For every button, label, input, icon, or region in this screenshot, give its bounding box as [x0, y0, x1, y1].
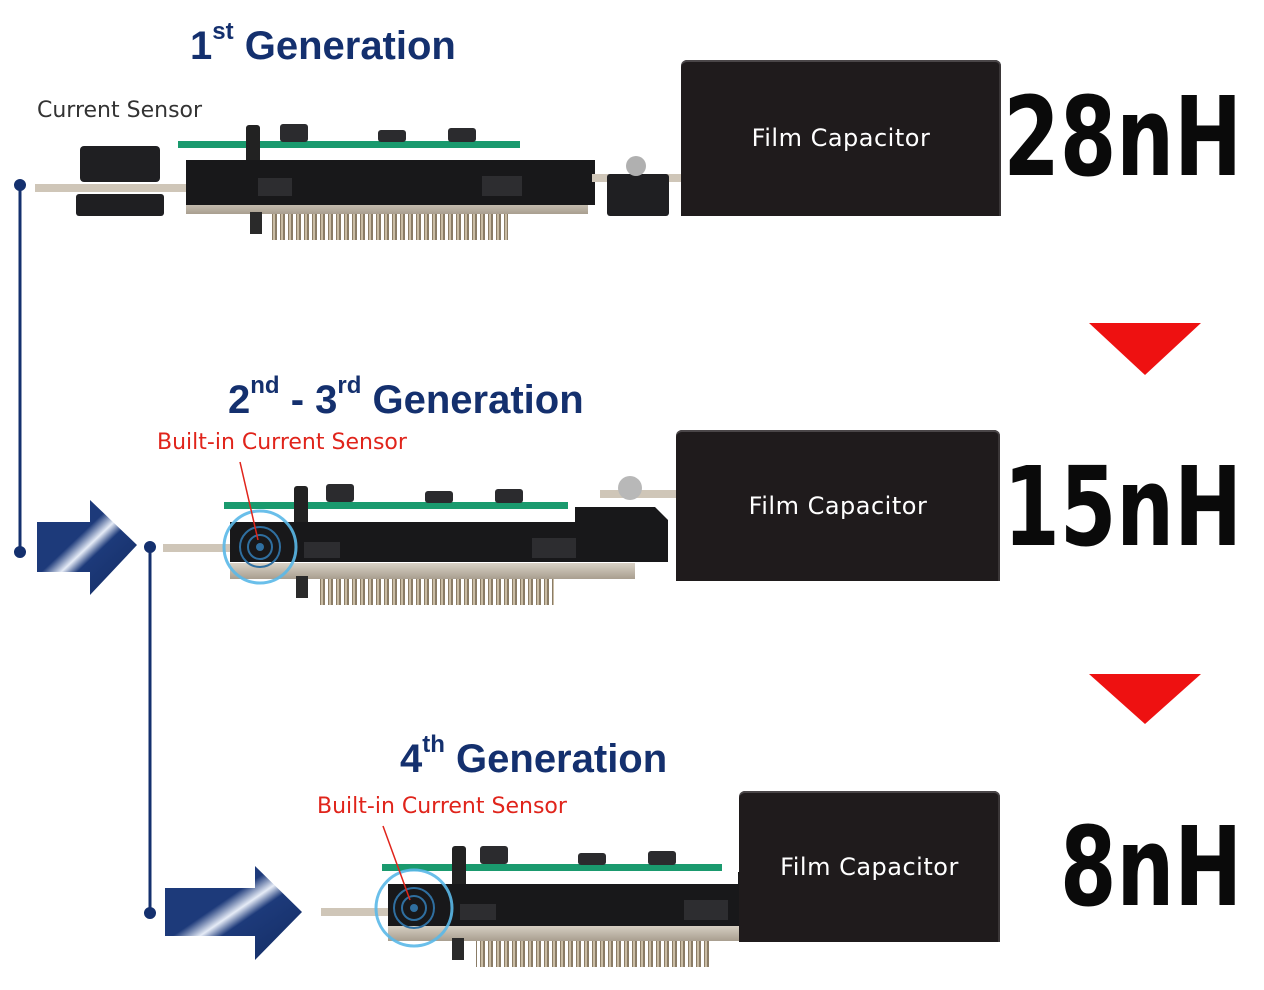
- right-arrow-icon: [165, 866, 302, 960]
- gen1-title: 1st Generation: [190, 18, 456, 68]
- gen1-film-capacitor: Film Capacitor: [681, 60, 1001, 216]
- gen2-module: [163, 476, 680, 605]
- gen1-capacitor-label: Film Capacitor: [751, 124, 931, 152]
- gen2-inductance: 15nH: [1003, 443, 1242, 571]
- gen4-capacitor-label: Film Capacitor: [780, 852, 959, 881]
- gen1-inductance: 28nH: [1003, 73, 1242, 201]
- gen1-module: [35, 124, 682, 240]
- sensor-highlight-icon: [374, 825, 454, 948]
- gen1-sensor-label: Current Sensor: [37, 98, 203, 123]
- gen2-sensor-label: Built-in Current Sensor: [157, 430, 407, 455]
- down-triangle-icon: [1089, 674, 1201, 724]
- gen4-module: [321, 846, 788, 967]
- gen2-capacitor-label: Film Capacitor: [748, 491, 928, 520]
- gen2-film-capacitor: Film Capacitor: [676, 430, 1000, 581]
- right-arrow-icon: [37, 500, 137, 595]
- connector-lines: [14, 179, 156, 919]
- sensor-highlight-icon: [222, 461, 298, 585]
- down-triangle-icon: [1089, 323, 1201, 375]
- gen4-film-capacitor: Film Capacitor: [739, 791, 1000, 942]
- gen4-inductance: 8nH: [1059, 803, 1242, 931]
- gen4-title: 4th Generation: [400, 731, 668, 781]
- gen4-sensor-label: Built-in Current Sensor: [317, 794, 567, 819]
- gen2-3-title: 2nd - 3rd Generation: [228, 372, 584, 422]
